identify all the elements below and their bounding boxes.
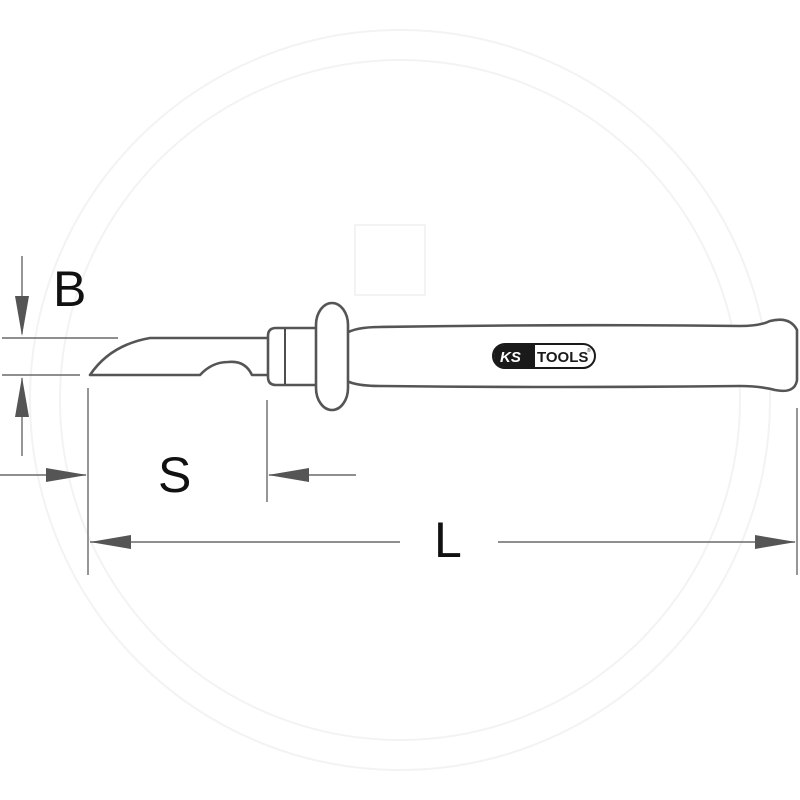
logo-suffix: TOOLS — [537, 349, 588, 366]
dimension-s-label: S — [158, 447, 191, 503]
dimension-b-arrow-up-icon — [15, 377, 29, 417]
dimension-l-arrow-right-icon — [755, 535, 796, 549]
dimension-b-arrow-down-icon — [15, 296, 29, 336]
ks-tools-logo: KS TOOLS ® — [492, 343, 596, 369]
dimension-l-label: L — [434, 512, 462, 568]
logo-prefix: KS — [500, 349, 521, 366]
watermark-outer-circle — [29, 29, 771, 771]
dimension-s-arrow-right-icon — [46, 468, 87, 482]
knife-blade — [88, 336, 272, 377]
watermark-inner-circle — [59, 59, 741, 741]
background-watermark — [29, 29, 771, 771]
dimension-b: B — [2, 256, 118, 456]
dimension-b-label: B — [53, 261, 86, 317]
dimension-l: L — [90, 408, 798, 575]
logo-registered-mark: ® — [587, 347, 591, 354]
dimension-s: S — [0, 388, 356, 575]
watermark-square — [354, 224, 426, 296]
knife-drawing: KS TOOLS ® — [88, 301, 799, 412]
dimension-l-arrow-left-icon — [90, 535, 131, 549]
knife-finger-guard — [314, 301, 350, 412]
knife-ferrule — [266, 326, 322, 387]
dimension-s-arrow-left-icon — [268, 468, 309, 482]
